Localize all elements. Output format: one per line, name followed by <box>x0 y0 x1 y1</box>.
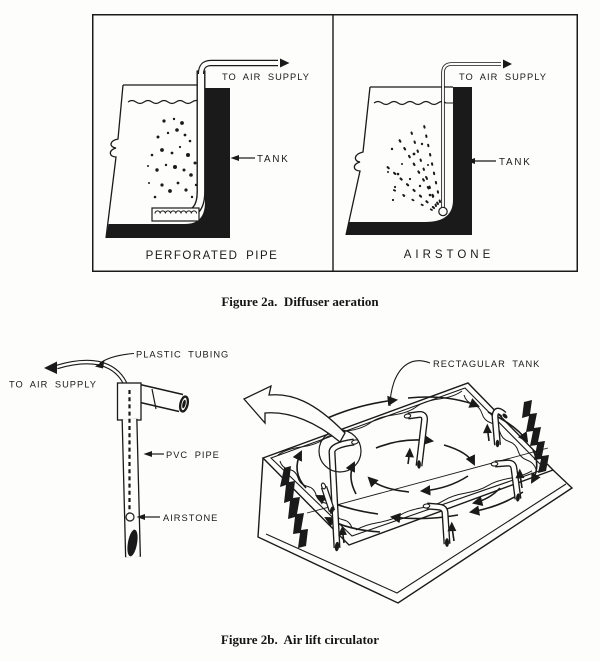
arrowhead-right-icon <box>503 59 512 69</box>
airstone <box>125 512 135 522</box>
tank-label: TANK <box>499 157 532 168</box>
bubbles <box>147 117 198 199</box>
panel-title-airstone: AIRSTONE <box>404 249 495 261</box>
perforated-pipe <box>151 207 200 222</box>
water-centerline <box>306 447 549 514</box>
arrowhead-icon <box>95 360 105 369</box>
tank-wall-black <box>346 87 472 235</box>
air-supply-label: TO AIR SUPPLY <box>9 380 97 390</box>
air-tube <box>441 59 512 210</box>
tank-callout: TANK <box>230 154 290 165</box>
perforated-pipe-diagram: TO AIR SUPPLY TANK PERFORATED PIPE <box>105 58 310 262</box>
waterline <box>277 390 537 531</box>
tank-label: TANK <box>257 154 290 165</box>
arrowhead-left-icon <box>466 158 475 164</box>
pvc-pipe-callout: PVC PIPE <box>143 450 220 460</box>
figure-2b-caption: Figure 2b. Air lift circulator <box>220 632 380 647</box>
pipe-cut-opening <box>127 529 138 557</box>
plastic-tubing-label: PLASTIC TUBING <box>136 350 229 360</box>
panel-border <box>92 14 578 272</box>
flow-up-arrows <box>338 423 525 544</box>
pvc-pipe <box>121 418 141 558</box>
arrowhead-left-icon <box>136 514 145 520</box>
tank-left-wall <box>345 86 371 236</box>
bubbles <box>387 142 432 202</box>
air-supply-line <box>197 58 290 75</box>
figure-2a-caption: Figure 2a. Diffuser aeration <box>221 294 379 309</box>
arrowhead-left-icon <box>143 451 152 457</box>
wall-shading <box>280 400 549 548</box>
air-supply-label: TO AIR SUPPLY <box>222 72 310 82</box>
plastic-tubing-callout: PLASTIC TUBING <box>95 350 229 369</box>
airstone-diagram: TO AIR SUPPLY TANK AIRSTONE <box>345 59 547 261</box>
tank-callout: TANK <box>466 157 532 168</box>
rectangular-tank-label: RECTAGULAR TANK <box>433 359 540 369</box>
bubble-streams <box>382 124 441 211</box>
airstone-callout: AIRSTONE <box>136 513 218 523</box>
arrowhead-right-icon <box>280 58 290 68</box>
figure-2a-panel: TO AIR SUPPLY TANK PERFORATED PIPE <box>92 14 578 272</box>
tank-left-wall <box>105 84 124 239</box>
pvc-pipe-label: PVC PIPE <box>166 450 220 460</box>
rectangular-tank-callout: RECTAGULAR TANK <box>389 359 540 407</box>
airstone <box>438 206 448 217</box>
outlet-elbow <box>135 383 190 413</box>
air-pipe <box>181 70 206 220</box>
arrowhead-left-icon <box>44 361 57 374</box>
plastic-tubing <box>44 359 130 389</box>
circulation-arrows <box>292 395 541 533</box>
arrowhead-left-icon <box>230 155 239 161</box>
airlift-pump-detail: PLASTIC TUBING TO AIR SUPPLY PVC PIPE AI… <box>9 350 229 558</box>
air-supply-label: TO AIR SUPPLY <box>459 72 547 82</box>
circulator-tank-diagram: RECTAGULAR TANK <box>242 359 574 604</box>
zoom-out-arrow-icon <box>242 384 346 443</box>
airstone-label: AIRSTONE <box>163 513 218 523</box>
panel-title-perforated-pipe: PERFORATED PIPE <box>146 250 279 262</box>
water-surface <box>373 100 453 106</box>
water-surface <box>127 99 205 105</box>
airlift-pipes <box>320 407 522 552</box>
